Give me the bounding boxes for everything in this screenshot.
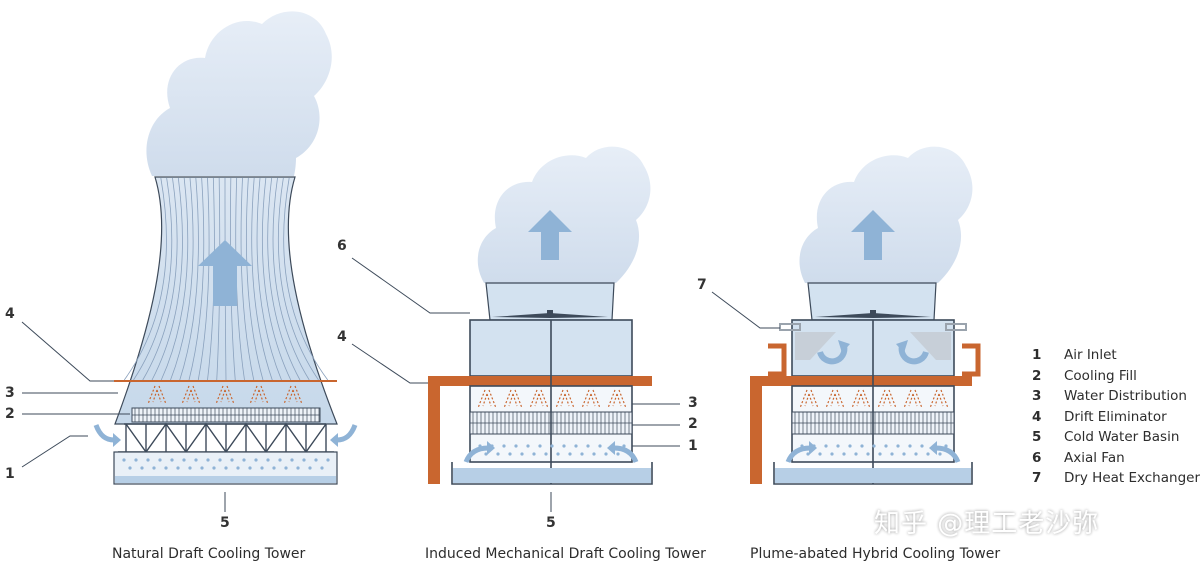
induced-callout-3: 3 bbox=[688, 395, 698, 411]
natural-support-truss bbox=[118, 422, 334, 454]
induced-callout-6: 6 bbox=[337, 238, 347, 254]
natural-callout-2: 2 bbox=[5, 406, 15, 422]
natural-steam-plume bbox=[146, 11, 332, 176]
induced-draft-tower bbox=[351, 146, 680, 512]
hybrid-callout-7: 7 bbox=[697, 277, 707, 293]
hybrid-steam-plume bbox=[799, 146, 973, 283]
hybrid-air-inlet-left-arrow bbox=[785, 445, 811, 464]
induced-callout-1: 1 bbox=[688, 438, 698, 454]
caption-hybrid: Plume-abated Hybrid Cooling Tower bbox=[750, 546, 1001, 562]
induced-drift-eliminator bbox=[428, 376, 652, 386]
natural-callout-5: 5 bbox=[220, 515, 230, 531]
caption-natural-draft: Natural Draft Cooling Tower bbox=[112, 546, 306, 562]
hybrid-up-arrow bbox=[851, 210, 895, 260]
induced-axial-fan bbox=[492, 310, 608, 318]
hybrid-cold-water-basin bbox=[773, 462, 973, 485]
natural-callout-1: 1 bbox=[5, 466, 15, 482]
hybrid-air-inlet-right-arrow bbox=[935, 445, 961, 464]
induced-callout-4: 4 bbox=[337, 329, 347, 345]
natural-draft-tower bbox=[21, 11, 358, 512]
hybrid-water-distribution bbox=[799, 389, 949, 409]
natural-up-arrow bbox=[198, 240, 252, 306]
induced-up-arrow bbox=[528, 210, 572, 260]
watermark: 知乎 @理工老沙弥 bbox=[874, 509, 1100, 539]
induced-cold-water-basin bbox=[451, 462, 653, 485]
natural-callout-4: 4 bbox=[5, 306, 15, 322]
hybrid-drift-eliminator bbox=[750, 376, 972, 386]
natural-callout-3: 3 bbox=[5, 385, 15, 401]
natural-water-distribution bbox=[147, 385, 303, 405]
induced-air-inlet-right-arrow bbox=[613, 445, 639, 464]
caption-induced-draft: Induced Mechanical Draft Cooling Tower bbox=[425, 546, 706, 562]
induced-steam-plume bbox=[477, 146, 651, 283]
hybrid-tower bbox=[711, 146, 981, 485]
natural-air-inlet-right-arrow bbox=[336, 424, 358, 443]
induced-water-distribution bbox=[477, 389, 627, 409]
induced-callout-2: 2 bbox=[688, 416, 698, 432]
natural-air-inlet-left-arrow bbox=[93, 424, 115, 443]
induced-air-inlet-left-arrow bbox=[463, 445, 489, 464]
hybrid-mixing-airflow bbox=[817, 345, 929, 365]
natural-cooling-fill bbox=[131, 407, 321, 423]
hybrid-axial-fan bbox=[815, 310, 931, 318]
induced-callout-5: 5 bbox=[546, 515, 556, 531]
hybrid-dry-heat-exchanger bbox=[768, 323, 981, 377]
